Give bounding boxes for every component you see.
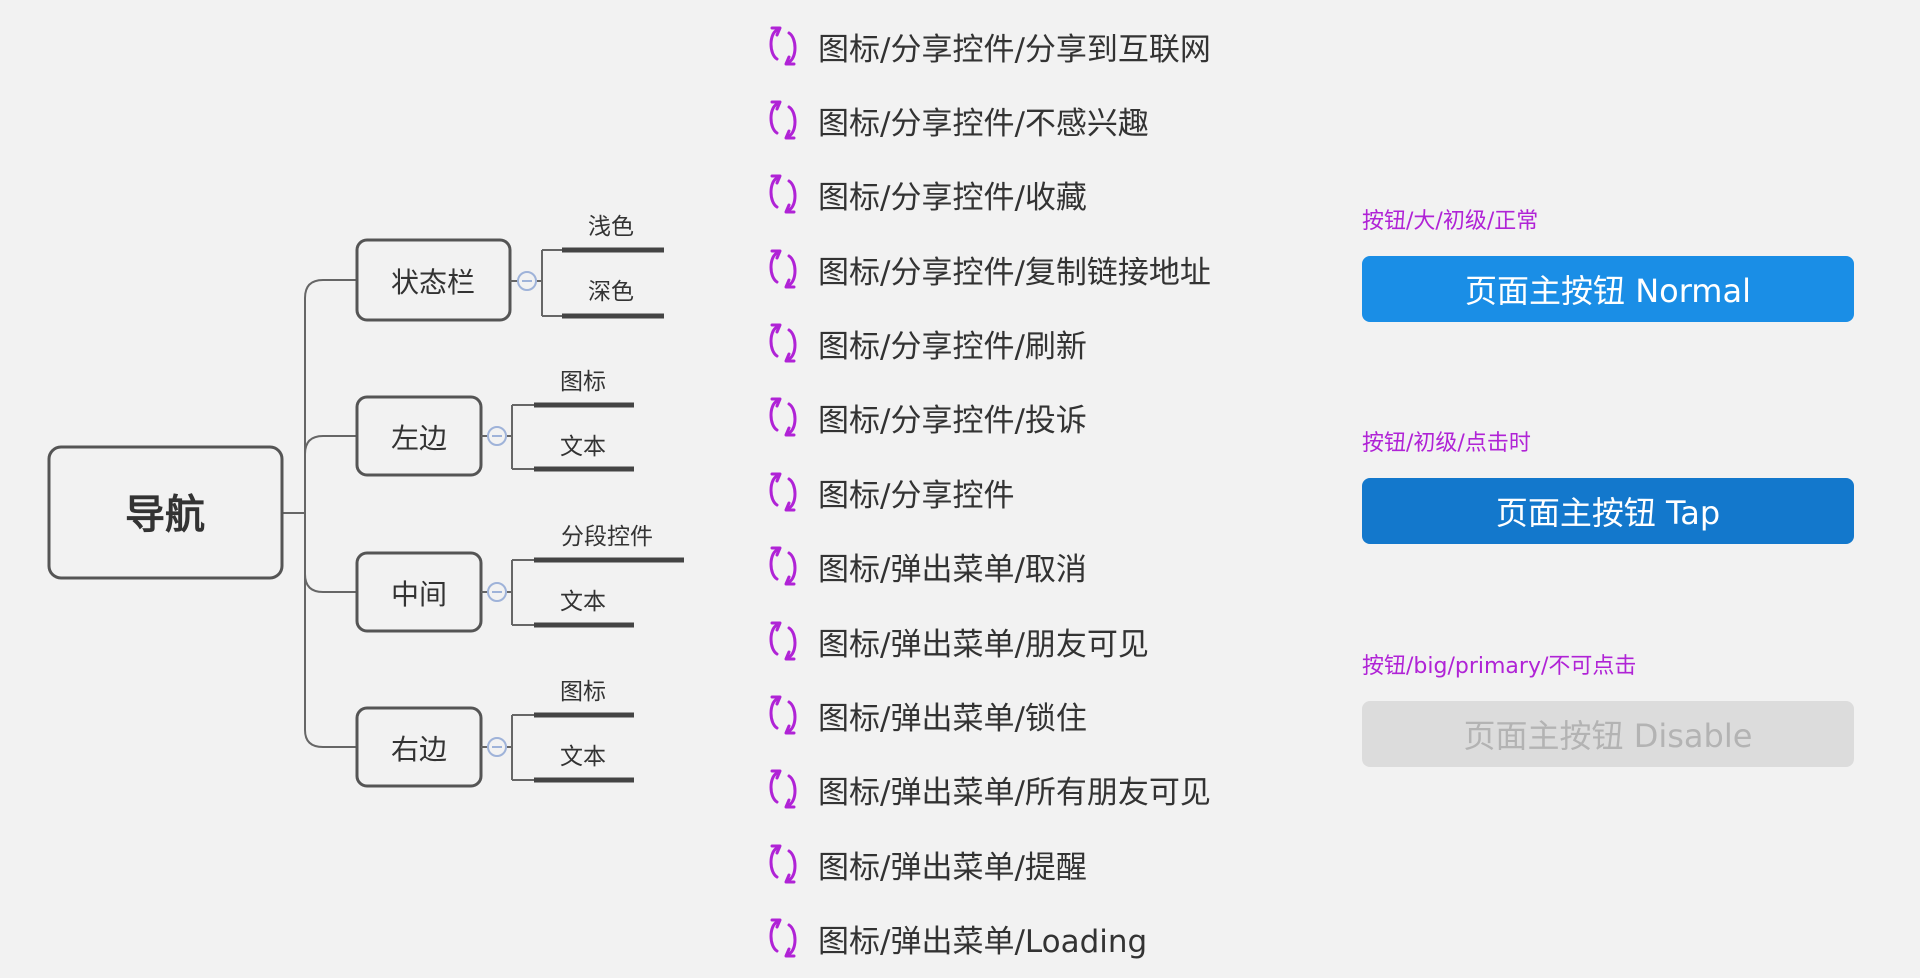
collapse-toggle[interactable] (487, 582, 507, 602)
branch-connectors (510, 249, 562, 317)
component-item[interactable]: 图标/分享控件/不感兴趣 (760, 90, 1149, 150)
button-caption: 按钮/初级/点击时 (1362, 431, 1531, 456)
component-label: 图标/分享控件/投诉 (818, 402, 1087, 439)
component-label: 图标/分享控件/刷新 (818, 328, 1087, 365)
component-item[interactable]: 图标/弹出菜单/锁住 (760, 685, 1087, 745)
leaf-label: 文本 (560, 744, 606, 770)
leaf-node[interactable]: 图标 (534, 679, 634, 718)
branch-label: 中间 (391, 578, 447, 611)
branch-connectors (481, 714, 534, 781)
component-item[interactable]: 图标/弹出菜单/取消 (760, 536, 1087, 596)
component-label: 图标/分享控件/收藏 (818, 179, 1087, 216)
root-connectors (282, 279, 357, 748)
component-item[interactable]: 图标/弹出菜单/所有朋友可见 (760, 759, 1211, 819)
leaf-node[interactable]: 分段控件 (534, 524, 684, 563)
button-caption: 按钮/big/primary/不可点击 (1362, 654, 1637, 679)
component-label: 图标/弹出菜单/所有朋友可见 (818, 774, 1211, 811)
component-label: 图标/弹出菜单/锁住 (818, 700, 1087, 737)
sync-arrows-icon (769, 695, 797, 735)
component-label: 图标/弹出菜单/Loading (818, 923, 1148, 960)
leaf-node[interactable]: 文本 (534, 434, 634, 472)
primary-button-normal[interactable]: 页面主按钮 Normal (1362, 256, 1854, 322)
leaf-node[interactable]: 文本 (534, 744, 634, 783)
branch-node-status-bar[interactable]: 状态栏 (355, 238, 512, 322)
component-item[interactable]: 图标/分享控件/复制链接地址 (760, 239, 1211, 299)
component-item[interactable]: 图标/分享控件/分享到互联网 (760, 16, 1211, 76)
sync-arrows-icon (769, 397, 797, 437)
leaf-label: 文本 (560, 434, 606, 460)
sync-arrows-icon (769, 472, 797, 512)
component-label: 图标/分享控件/复制链接地址 (818, 254, 1211, 291)
leaf-node[interactable]: 文本 (534, 589, 634, 628)
leaf-node[interactable]: 浅色 (562, 214, 664, 253)
component-item[interactable]: 图标/弹出菜单/提醒 (760, 834, 1087, 894)
leaf-node[interactable]: 图标 (534, 369, 634, 408)
leaf-label: 图标 (560, 679, 606, 705)
sync-arrows-icon (769, 769, 797, 809)
button-normal-group: 按钮/大/初级/正常 页面主按钮 Normal (1362, 207, 1854, 322)
sync-arrows-icon (769, 918, 797, 958)
button-tap-group: 按钮/初级/点击时 页面主按钮 Tap (1362, 429, 1854, 544)
component-item[interactable]: 图标/分享控件/刷新 (760, 313, 1087, 373)
branch-label: 左边 (391, 422, 447, 455)
collapse-toggle[interactable] (487, 737, 507, 757)
collapse-toggle[interactable] (487, 426, 507, 446)
primary-button-tap[interactable]: 页面主按钮 Tap (1362, 478, 1854, 544)
component-item[interactable]: 图标/分享控件/投诉 (760, 387, 1087, 447)
root-node-label: 导航 (125, 492, 205, 538)
mind-map: 导航 状态栏 浅色 深色 左边 图标 (47, 214, 684, 788)
component-label: 图标/分享控件/分享到互联网 (818, 31, 1211, 68)
component-item[interactable]: 图标/弹出菜单/Loading (760, 908, 1147, 968)
sync-arrows-icon (769, 546, 797, 586)
branch-label: 右边 (391, 733, 447, 766)
leaf-label: 分段控件 (561, 524, 653, 550)
sync-arrows-icon (769, 100, 797, 140)
component-label: 图标/弹出菜单/朋友可见 (818, 626, 1149, 663)
branch-node-middle[interactable]: 中间 (355, 551, 483, 633)
button-disable-group: 按钮/big/primary/不可点击 页面主按钮 Disable (1362, 652, 1854, 767)
branch-node-right[interactable]: 右边 (355, 706, 483, 788)
leaf-label: 图标 (560, 369, 606, 395)
component-label: 图标/弹出菜单/提醒 (818, 849, 1087, 886)
sync-arrows-icon (769, 844, 797, 884)
sync-arrows-icon (769, 174, 797, 214)
button-caption: 按钮/大/初级/正常 (1362, 209, 1539, 234)
leaf-label: 深色 (588, 279, 634, 305)
branch-connectors (481, 559, 534, 626)
component-label: 图标/分享控件/不感兴趣 (818, 105, 1149, 142)
root-node[interactable]: 导航 (47, 445, 284, 580)
sync-arrows-icon (769, 26, 797, 66)
sync-arrows-icon (769, 621, 797, 661)
leaf-node[interactable]: 深色 (562, 279, 664, 319)
component-item[interactable]: 图标/弹出菜单/朋友可见 (760, 611, 1149, 671)
sync-arrows-icon (769, 249, 797, 289)
sync-arrows-icon (769, 323, 797, 363)
component-item[interactable]: 图标/分享控件 (760, 462, 1014, 522)
branch-node-left[interactable]: 左边 (355, 395, 483, 477)
leaf-label: 文本 (560, 589, 606, 615)
component-label: 图标/弹出菜单/取消 (818, 551, 1087, 588)
collapse-toggle[interactable] (517, 271, 537, 291)
component-label: 图标/分享控件 (818, 477, 1015, 514)
leaf-label: 浅色 (588, 214, 634, 240)
primary-button-disabled: 页面主按钮 Disable (1362, 701, 1854, 767)
branch-label: 状态栏 (391, 266, 475, 299)
branch-connectors (481, 404, 534, 470)
component-item[interactable]: 图标/分享控件/收藏 (760, 164, 1087, 224)
